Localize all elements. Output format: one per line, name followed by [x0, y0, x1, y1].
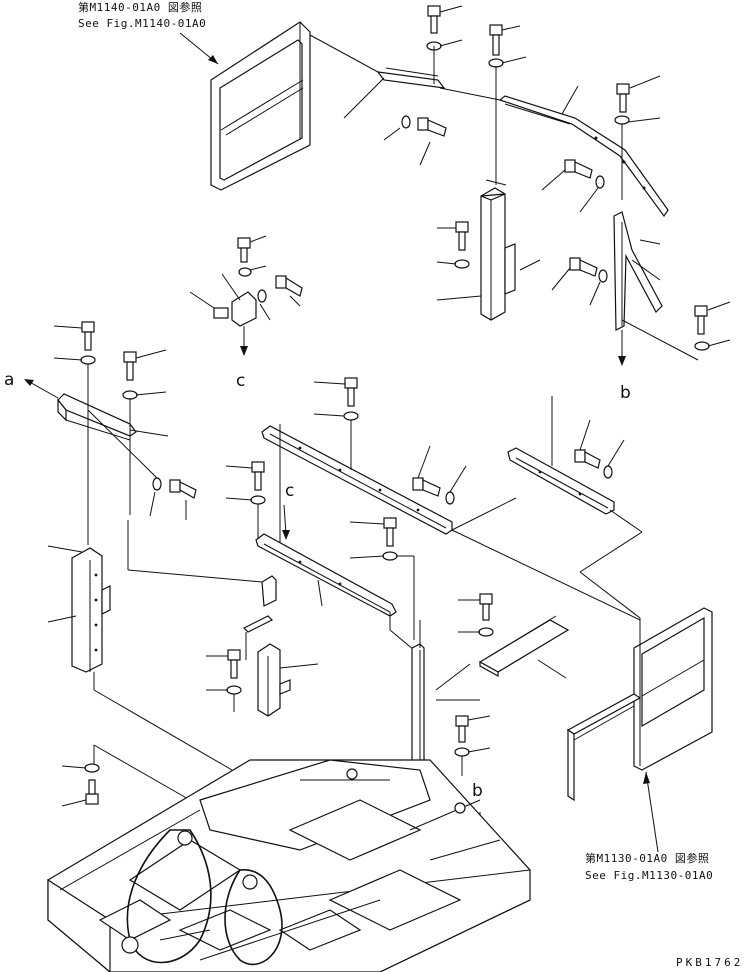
lower-right-bolt: [454, 715, 491, 776]
bolt-icon: [123, 351, 137, 381]
bolt-icon: [85, 779, 99, 805]
post-bolt-left: [436, 221, 470, 269]
bolt-icon: [169, 479, 197, 499]
base-bolt-left: [61, 763, 100, 807]
right-mid-bolts: [574, 419, 625, 479]
bolt-icon: [275, 275, 303, 297]
center-post-bolt: [206, 649, 242, 712]
far-right-bolt: [694, 301, 731, 351]
callout-a-left: a: [4, 370, 14, 390]
washer-icon: [598, 269, 608, 283]
center-lower-bar: [255, 504, 415, 651]
bolt-icon: [455, 221, 469, 251]
left-beam-bolts: [53, 321, 197, 545]
bolt-icon: [616, 83, 630, 113]
washer-icon: [454, 747, 470, 757]
washer-icon: [250, 495, 266, 505]
left-upper-beam: [24, 379, 169, 441]
top-center-post: [436, 179, 541, 321]
base-revolving-frame: [47, 759, 531, 972]
washer-icon: [445, 491, 455, 505]
callout-b-right: b: [620, 383, 631, 403]
ref-bottom-right-en: See Fig.M1130-01A0: [585, 869, 713, 882]
bottom-right-frame: [566, 607, 713, 802]
bolt-icon: [251, 461, 265, 491]
ref-bottom-right-jp: 第M1130-01A0 図参照: [585, 851, 709, 865]
right-bent-bracket: [613, 211, 699, 366]
right-plate: [478, 615, 570, 679]
bolt-icon: [574, 449, 601, 469]
ref-top-left-en: See Fig.M1140-01A0: [78, 17, 206, 30]
washer-icon: [238, 267, 252, 277]
center-vertical-post: [257, 643, 319, 717]
callout-b-bottom: b: [472, 781, 483, 801]
center-mid-bolts: [412, 445, 467, 505]
bolt-icon: [455, 715, 469, 743]
top-left-panel-frame: [210, 21, 311, 191]
bolt-icon: [489, 24, 521, 56]
bolt-icon: [564, 159, 593, 179]
bolt-icon: [479, 593, 493, 621]
center-lower-bolt: [349, 517, 415, 640]
washer-icon: [122, 390, 138, 400]
washer-icon: [694, 341, 710, 351]
right-mid-bracket: [507, 396, 643, 619]
ref-top-left-jp: 第M1140-01A0 図参照: [78, 0, 202, 14]
washer-icon: [382, 551, 398, 561]
washer-icon: [226, 685, 242, 695]
bolt-icon: [412, 477, 441, 497]
washer-icon: [84, 763, 100, 773]
washer-icon: [454, 259, 470, 269]
washer-icon: [343, 411, 359, 421]
top-right-bolt: [614, 75, 661, 200]
washer-icon: [478, 627, 494, 637]
washer-icon: [488, 58, 504, 68]
bolt-icon: [81, 321, 95, 351]
center-top-bolt: [313, 377, 359, 462]
washer-icon: [603, 465, 613, 479]
bolt-icon: [569, 257, 598, 277]
top-center-bracket: [309, 34, 501, 119]
bolt-icon: [417, 117, 447, 137]
washer-icon: [80, 355, 96, 365]
callout-c-mid: c: [285, 481, 294, 501]
bolt-icon: [344, 377, 358, 407]
top-bolts: [383, 5, 527, 185]
callout-c-left: c: [236, 371, 245, 391]
bolt-icon: [383, 517, 397, 547]
bolt-icon: [694, 305, 708, 335]
left-vertical-post: [47, 545, 233, 771]
center-small-bracket: [127, 520, 277, 660]
right-plate-bolt: [458, 593, 494, 637]
top-right-rail: [498, 85, 669, 218]
bolt-icon: [237, 237, 251, 263]
small-bracket-c: [189, 235, 303, 356]
mid-right-bolts: [541, 159, 608, 306]
washer-icon: [614, 115, 630, 125]
bolt-icon: [227, 649, 241, 679]
center-left-bolt: [225, 461, 266, 540]
bolt-icon: [427, 5, 463, 34]
drawing-code: PKB1762: [676, 956, 743, 969]
washer-icon: [152, 477, 162, 491]
washer-icon: [595, 175, 605, 189]
